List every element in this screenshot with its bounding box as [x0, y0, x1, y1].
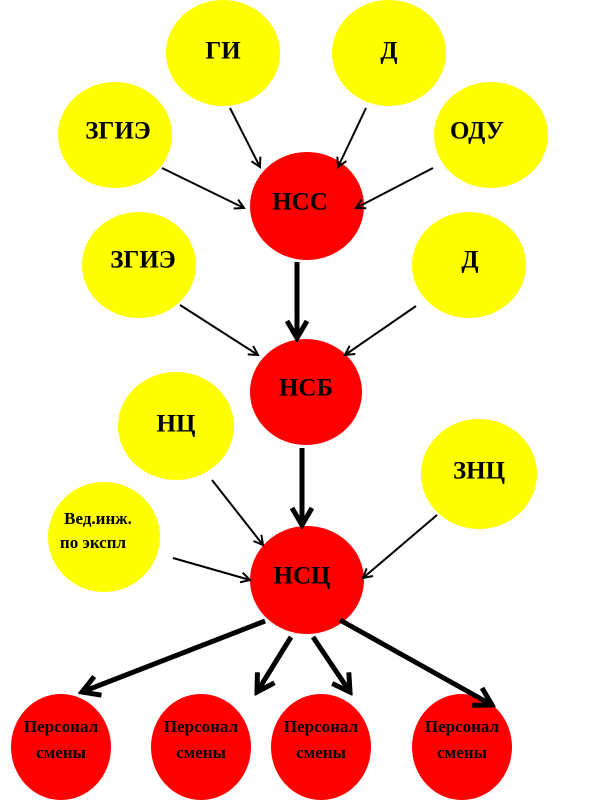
node-d-top: Д — [332, 0, 446, 106]
node-staff-1: Персонал смены — [11, 694, 111, 800]
edge-nsc-staff-2 — [257, 635, 294, 692]
node-label: ЗНЦ — [453, 458, 506, 485]
node-label-line1: Персонал — [284, 717, 359, 736]
node-label-line1: Персонал — [24, 717, 99, 736]
edge-znc-nsc — [363, 514, 438, 578]
node-label: ЗГИЭ — [110, 247, 176, 274]
edge-nsc-staff-1 — [82, 618, 266, 692]
node-label: НСБ — [279, 375, 333, 402]
node-label-line2: по экспл — [60, 533, 127, 552]
node-nc: НЦ — [118, 372, 234, 480]
node-nsb: НСБ — [250, 339, 362, 445]
node-nss: НСС — [250, 152, 364, 260]
node-label-line1: Вед.инж. — [64, 509, 132, 528]
edge-zgie-nsb — [179, 304, 258, 355]
edge-gi-nss — [229, 107, 260, 167]
edge-d-nsb — [345, 305, 417, 355]
node-label-line1: Персонал — [164, 717, 239, 736]
node-label: ЗГИЭ — [85, 118, 151, 145]
node-label-line2: смены — [36, 743, 86, 762]
node-gi: ГИ — [166, 0, 280, 106]
node-label-line2: смены — [437, 743, 487, 762]
node-staff-2: Персонал смены — [151, 694, 251, 800]
node-ved-inzh: Вед.инж. по экспл — [48, 482, 160, 592]
node-staff-4: Персонал смены — [412, 694, 512, 800]
edge-d-nss — [338, 107, 367, 167]
edge-nsc-staff-3 — [310, 635, 350, 692]
node-label: Д — [461, 247, 478, 274]
edge-zgie-nss — [161, 167, 244, 208]
node-zgie-top: ЗГИЭ — [58, 82, 172, 188]
node-label-line1: Персонал — [425, 717, 500, 736]
node-label-line2: смены — [296, 743, 346, 762]
node-znc: ЗНЦ — [421, 419, 537, 529]
edge-nsc-staff-4 — [338, 617, 492, 705]
node-odu: ОДУ — [434, 82, 548, 188]
edge-nc-nsc — [211, 479, 263, 545]
node-nsc: НСЦ — [250, 526, 364, 634]
node-staff-3: Персонал смены — [271, 694, 371, 800]
edge-odu-nss — [356, 167, 434, 208]
node-label: Д — [380, 38, 397, 65]
node-label: ОДУ — [450, 118, 504, 145]
node-label: НСС — [272, 189, 328, 216]
node-label: НЦ — [157, 411, 196, 438]
node-label-line2: смены — [176, 743, 226, 762]
node-d-mid: Д — [412, 212, 526, 318]
node-zgie-mid: ЗГИЭ — [82, 212, 196, 318]
node-label: НСЦ — [274, 563, 332, 590]
edge-ved-nsc — [172, 557, 250, 580]
node-label: ГИ — [205, 38, 241, 65]
